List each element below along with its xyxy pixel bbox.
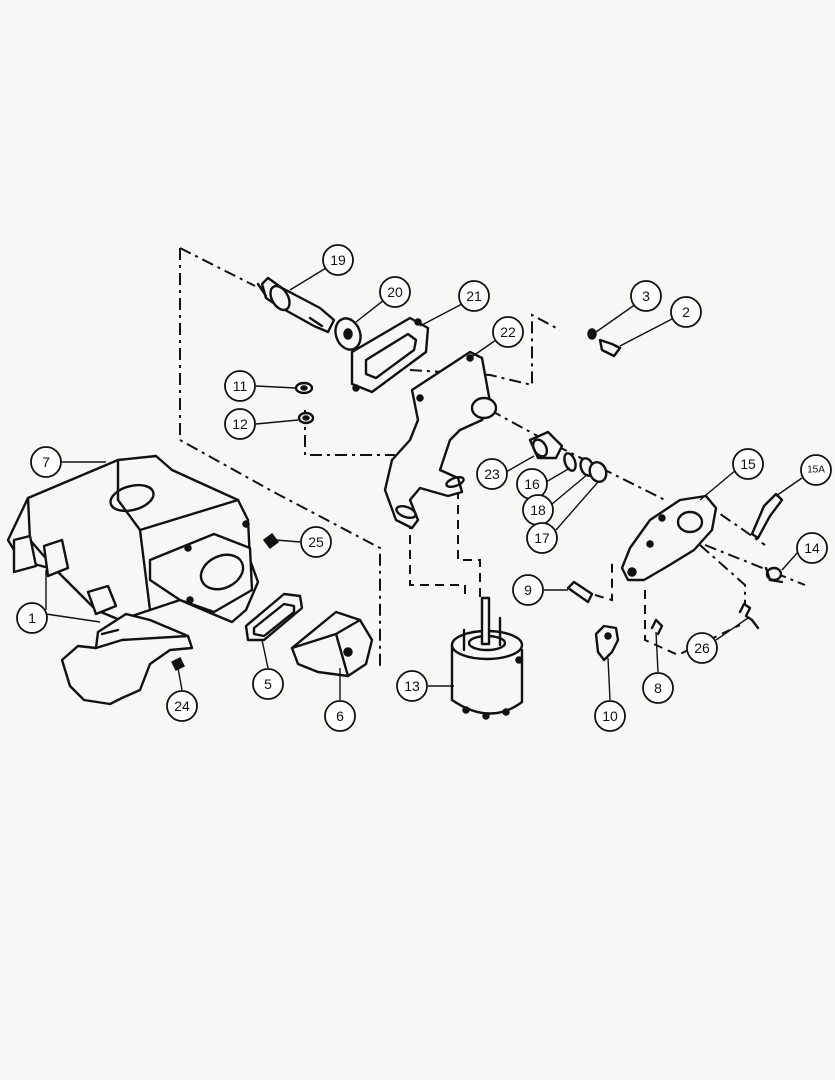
part-7-housing xyxy=(6,454,260,624)
callout-8: 8 xyxy=(642,672,674,704)
callout-26: 26 xyxy=(686,632,718,664)
part-26-spring xyxy=(738,602,760,630)
callout-15-label: 15 xyxy=(740,456,756,472)
callout-25-label: 25 xyxy=(308,534,324,550)
callout-24: 24 xyxy=(166,690,198,722)
assembly-line-motor-right xyxy=(457,490,481,600)
callout-3-label: 3 xyxy=(642,288,650,304)
callout-13-label: 13 xyxy=(404,678,420,694)
part-20-bushing xyxy=(334,317,362,351)
callout-19: 19 xyxy=(322,244,354,276)
part-10-link xyxy=(594,624,620,662)
part-25-screw xyxy=(262,532,280,550)
callout-12: 12 xyxy=(224,408,256,440)
callout-14-label: 14 xyxy=(804,540,820,556)
callout-14: 14 xyxy=(796,532,828,564)
callout-3: 3 xyxy=(630,280,662,312)
callout-9-label: 9 xyxy=(524,582,532,598)
assembly-line-shaft xyxy=(489,409,666,501)
part-13-motor xyxy=(450,596,524,720)
part-15a-clip xyxy=(750,492,784,540)
callout-20-label: 20 xyxy=(387,284,403,300)
callout-7: 7 xyxy=(30,446,62,478)
callout-6: 6 xyxy=(324,700,356,732)
callout-18-label: 18 xyxy=(530,502,546,518)
part-23-sleeve xyxy=(528,430,564,460)
callout-21-label: 21 xyxy=(466,288,482,304)
assembly-line-arm xyxy=(699,544,746,605)
assembly-line-motor-left xyxy=(409,520,466,600)
callout-22: 22 xyxy=(492,316,524,348)
callout-22-label: 22 xyxy=(500,324,516,340)
part-5-gasket-ring xyxy=(244,592,304,642)
callout-8-label: 8 xyxy=(654,680,662,696)
assembly-line-left xyxy=(179,248,381,670)
assembly-line-clip xyxy=(704,544,806,586)
callout-15a: 15A xyxy=(800,454,832,486)
callout-12-label: 12 xyxy=(232,416,248,432)
part-11-12-washers xyxy=(294,381,315,425)
callout-15a-label: 15A xyxy=(807,465,825,476)
callout-17-label: 17 xyxy=(534,530,550,546)
callout-26-label: 26 xyxy=(694,640,710,656)
leader-lines xyxy=(45,267,803,701)
callout-5: 5 xyxy=(252,668,284,700)
callout-15: 15 xyxy=(732,448,764,480)
callout-11: 11 xyxy=(224,370,256,402)
part-19-shaft xyxy=(256,276,336,334)
assembly-line-top xyxy=(179,247,256,287)
callout-19-label: 19 xyxy=(330,252,346,268)
part-9-screw xyxy=(566,580,594,604)
callout-5-label: 5 xyxy=(264,676,272,692)
callout-16-label: 16 xyxy=(524,476,540,492)
part-21-gasket xyxy=(350,316,430,394)
part-1-duct xyxy=(60,612,194,706)
callout-18: 18 xyxy=(522,494,554,526)
callout-16: 16 xyxy=(516,468,548,500)
assembly-line-screw xyxy=(594,562,613,602)
part-15-arm-plate xyxy=(620,494,718,582)
callout-9: 9 xyxy=(512,574,544,606)
callout-11-label: 11 xyxy=(233,378,248,394)
callout-25: 25 xyxy=(300,526,332,558)
callout-20: 20 xyxy=(379,276,411,308)
callout-17: 17 xyxy=(526,522,558,554)
callout-23: 23 xyxy=(476,458,508,490)
part-14-clip xyxy=(764,566,784,584)
part-16-18-17-washers xyxy=(563,452,608,483)
callout-1-label: 1 xyxy=(28,610,36,626)
part-8-pin xyxy=(650,618,664,636)
part-2-3-bolt xyxy=(587,328,622,358)
callout-21: 21 xyxy=(458,280,490,312)
assembly-line-washers xyxy=(304,410,395,456)
callout-2-label: 2 xyxy=(682,304,690,320)
callout-10: 10 xyxy=(594,700,626,732)
part-24-screw xyxy=(170,656,186,672)
callout-2: 2 xyxy=(670,296,702,328)
callout-6-label: 6 xyxy=(336,708,344,724)
callout-24-label: 24 xyxy=(174,698,190,714)
callout-1: 1 xyxy=(16,602,48,634)
part-22-bracket xyxy=(383,350,498,530)
part-6-filter-block xyxy=(290,610,374,678)
callout-23-label: 23 xyxy=(484,466,500,482)
callout-7-label: 7 xyxy=(42,454,50,470)
callout-13: 13 xyxy=(396,670,428,702)
callout-10-label: 10 xyxy=(602,708,618,724)
